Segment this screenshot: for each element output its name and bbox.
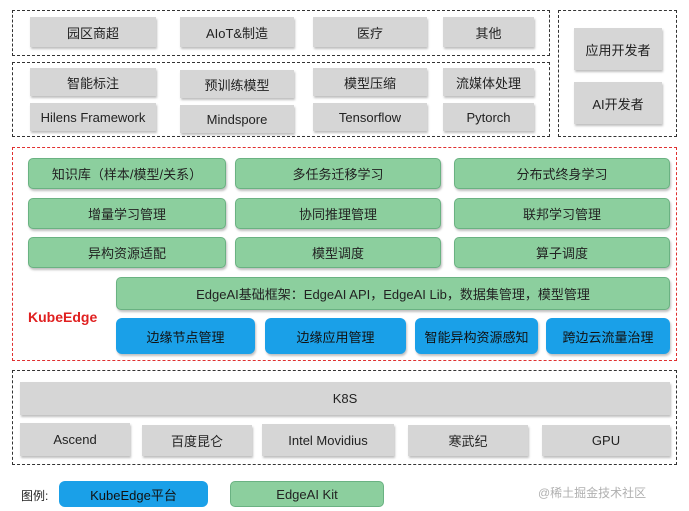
infra-frame bbox=[12, 370, 677, 465]
watermark: @稀土掘金技术社区 bbox=[538, 486, 647, 500]
hardware-box: 寒武纪 bbox=[408, 425, 528, 456]
scenario-box: 园区商超 bbox=[30, 17, 156, 47]
edgeai-kit-box: 增量学习管理 bbox=[28, 198, 226, 229]
scenario-box: 医疗 bbox=[313, 17, 427, 47]
scenario-frame bbox=[12, 10, 550, 56]
edgeai-kit-box: 算子调度 bbox=[454, 237, 670, 268]
edgeai-kit-box: 知识库（样本/模型/关系） bbox=[28, 158, 226, 189]
model-frame bbox=[12, 62, 550, 137]
legend-title: 图例: bbox=[21, 489, 49, 503]
developer-box: 应用开发者 bbox=[574, 28, 662, 70]
model-tool-box: 预训练模型 bbox=[180, 70, 294, 98]
edgeai-kit-box: 多任务迁移学习 bbox=[235, 158, 441, 189]
framework-box: Mindspore bbox=[180, 105, 294, 133]
kubeedge-platform-box: 跨边云流量治理 bbox=[546, 318, 670, 354]
developer-frame bbox=[558, 10, 677, 137]
framework-box: Pytorch bbox=[443, 103, 534, 131]
edgeai-kit-box: 模型调度 bbox=[235, 237, 441, 268]
edgeai-kit-box: 协同推理管理 bbox=[235, 198, 441, 229]
legend-kubeedge-platform: KubeEdge平台 bbox=[59, 481, 208, 507]
edgeai-framework-box: EdgeAI基础框架：EdgeAI API，EdgeAI Lib，数据集管理，模… bbox=[116, 277, 670, 310]
kubeedge-platform-box: 边缘节点管理 bbox=[116, 318, 255, 354]
hardware-box: Ascend bbox=[20, 423, 130, 456]
k8s-box: K8S bbox=[20, 382, 670, 415]
scenario-box: 其他 bbox=[443, 17, 534, 47]
developer-box: AI开发者 bbox=[574, 82, 662, 124]
hardware-box: Intel Movidius bbox=[262, 424, 394, 456]
model-tool-box: 智能标注 bbox=[30, 68, 156, 96]
hardware-box: GPU bbox=[542, 425, 670, 456]
kubeedge-platform-box: 边缘应用管理 bbox=[265, 318, 406, 354]
model-tool-box: 流媒体处理 bbox=[443, 68, 534, 96]
scenario-box: AIoT&制造 bbox=[180, 17, 294, 47]
edgeai-kit-box: 分布式终身学习 bbox=[454, 158, 670, 189]
hardware-box: 百度昆仑 bbox=[142, 425, 252, 456]
kubeedge-frame bbox=[12, 147, 677, 361]
framework-box: Tensorflow bbox=[313, 103, 427, 131]
kubeedge-platform-box: 智能异构资源感知 bbox=[415, 318, 538, 354]
edgeai-kit-box: 联邦学习管理 bbox=[454, 198, 670, 229]
edgeai-kit-box: 异构资源适配 bbox=[28, 237, 226, 268]
framework-box: Hilens Framework bbox=[30, 103, 156, 131]
legend-edgeai-kit: EdgeAI Kit bbox=[230, 481, 384, 507]
model-tool-box: 模型压缩 bbox=[313, 68, 427, 96]
kubeedge-label: KubeEdge bbox=[28, 309, 98, 325]
